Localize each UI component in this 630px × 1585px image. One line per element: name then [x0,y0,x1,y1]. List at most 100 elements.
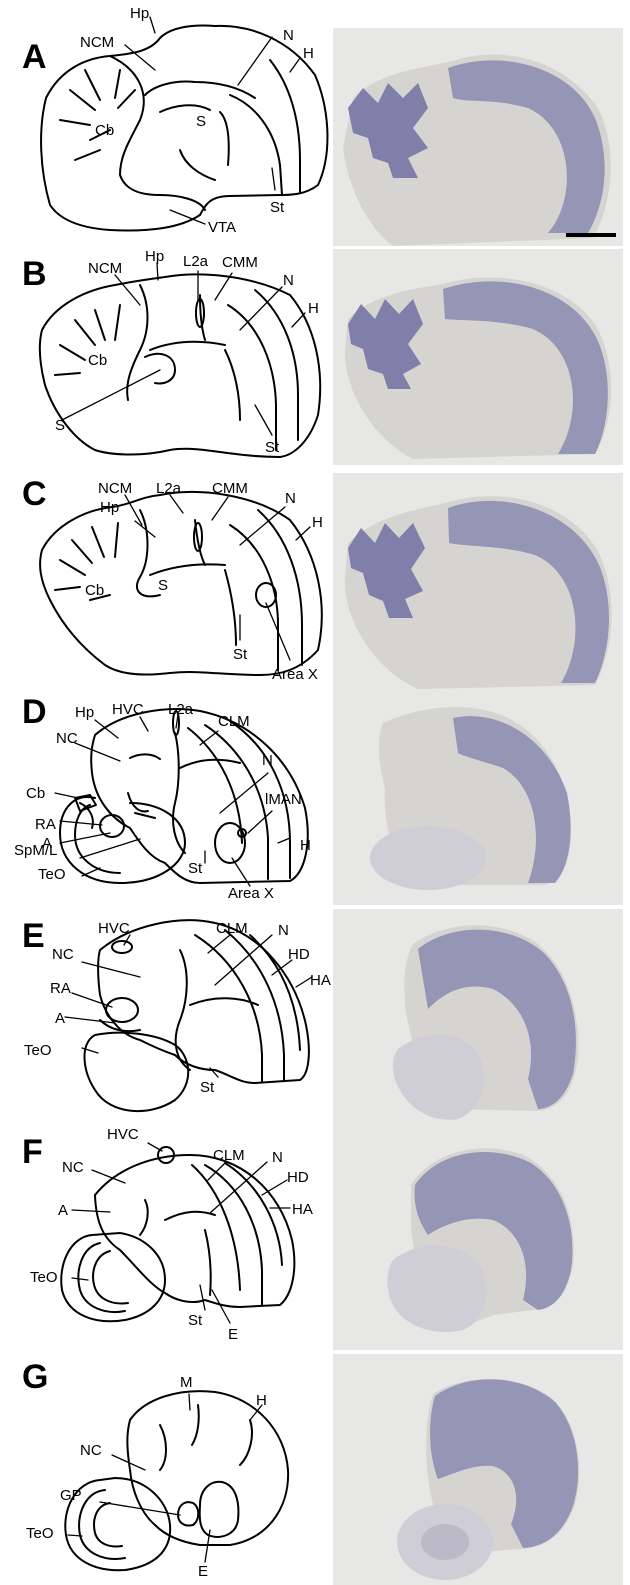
label-hvc: HVC [98,920,130,937]
panel-a: A Hp NCM N H Cb S St VTA [0,0,630,245]
label-teo: TeO [30,1269,58,1286]
schematic-drawing: HVC CLM N NC HD A HA TeO St E [0,1125,330,1350]
label-cb: Cb [26,785,45,802]
histology-photo [333,693,623,905]
label-l2a: L2a [183,253,209,270]
schematic-drawing: Hp NCM N H Cb S St VTA [0,0,330,245]
label-spm-l: SpM/L [14,842,57,859]
label-s: S [158,577,168,594]
optic-tectum [61,1233,165,1321]
label-teo: TeO [26,1525,54,1542]
brain-outline [40,274,320,457]
label-ra: RA [35,816,56,833]
label-gp: GP [60,1487,82,1504]
schematic-drawing: NCM L2a CMM Hp N H Cb S St Area X [0,465,330,693]
label-e: E [228,1326,238,1343]
label-cmm: CMM [212,480,248,497]
panel-c: C NCM L2a CMM Hp N H Cb S St Area X [0,465,630,693]
label-m: M [180,1374,193,1391]
histology-photo [333,1354,623,1585]
schematic-drawing: NCM Hp L2a CMM N H Cb S St [0,245,330,465]
label-e: E [198,1563,208,1580]
label-st: St [188,1312,203,1329]
schematic-drawing: HVC CLM N NC HD HA RA A TeO St [0,905,330,1125]
label-vta: VTA [208,219,236,236]
label-lman: lMAN [265,791,302,808]
label-h: H [300,837,311,854]
label-a: A [55,1010,65,1027]
label-n: N [262,752,273,769]
label-ncm: NCM [80,34,114,51]
histology-photo [333,28,623,246]
label-hd: HD [288,946,310,963]
label-ra: RA [50,980,71,997]
label-st: St [200,1079,215,1096]
schematic-drawing: Hp HVC L2a CLM NC N Cb lMAN RA A H SpM/L… [0,693,330,905]
label-h: H [256,1392,267,1409]
panel-b: B NCM Hp L2a CMM N H Cb S St [0,245,630,465]
label-nc: NC [62,1159,84,1176]
label-ha: HA [292,1201,313,1218]
label-ncm: NCM [88,260,122,277]
label-cmm: CMM [222,254,258,271]
optic-tectum [387,1245,486,1332]
label-s: S [55,417,65,434]
label-cb: Cb [95,122,114,139]
label-ncm: NCM [98,480,132,497]
histology-photo [333,909,623,1125]
cerebellum-boundary [110,56,205,210]
optic-tectum [370,826,486,890]
histology-photo [333,1125,623,1350]
label-area-x: Area X [228,885,274,902]
label-h: H [308,300,319,317]
label-hd: HD [287,1169,309,1186]
label-cb: Cb [88,352,107,369]
brain-outline [40,492,322,675]
label-n: N [272,1149,283,1166]
label-clm: CLM [216,920,248,937]
label-n: N [285,490,296,507]
label-area-x: Area X [272,666,318,683]
optic-tectum [84,1033,188,1111]
histology-photo [333,473,623,693]
label-h: H [312,514,323,531]
label-n: N [278,922,289,939]
panel-d: D Hp HVC L2a CLM NC N Cb [0,693,630,905]
label-hvc: HVC [112,701,144,718]
label-l2a: L2a [168,701,194,718]
schematic-drawing: M NC H GP TeO E [0,1350,330,1585]
label-hp: Hp [100,499,119,516]
brain-outline [41,26,327,231]
label-hp: Hp [145,248,164,265]
scale-bar [566,233,616,237]
panel-e: E HVC CLM N NC HD HA RA A TeO St [0,905,630,1125]
label-a: A [58,1202,68,1219]
panel-g: G M NC H GP TeO E [0,1350,630,1585]
label-clm: CLM [218,713,250,730]
label-s: S [196,113,206,130]
panel-f: F HVC CLM N NC HD A HA TeO St E [0,1125,630,1350]
label-hp: Hp [130,5,149,22]
optic-tectum [393,1035,484,1120]
label-nc: NC [52,946,74,963]
label-cb: Cb [85,582,104,599]
label-h: H [303,45,314,62]
label-hvc: HVC [107,1126,139,1143]
label-teo: TeO [38,866,66,883]
label-st: St [233,646,248,663]
histology-photo [333,249,623,465]
label-st: St [270,199,285,216]
label-n: N [283,272,294,289]
brain-outline [95,1155,294,1307]
label-nc: NC [80,1442,102,1459]
label-st: St [188,860,203,877]
label-hp: Hp [75,704,94,721]
label-clm: CLM [213,1147,245,1164]
label-st: St [265,439,280,456]
label-teo: TeO [24,1042,52,1059]
label-n: N [283,27,294,44]
label-l2a: L2a [156,480,182,497]
label-nc: NC [56,730,78,747]
label-ha: HA [310,972,331,989]
brain-outline [127,1391,288,1545]
